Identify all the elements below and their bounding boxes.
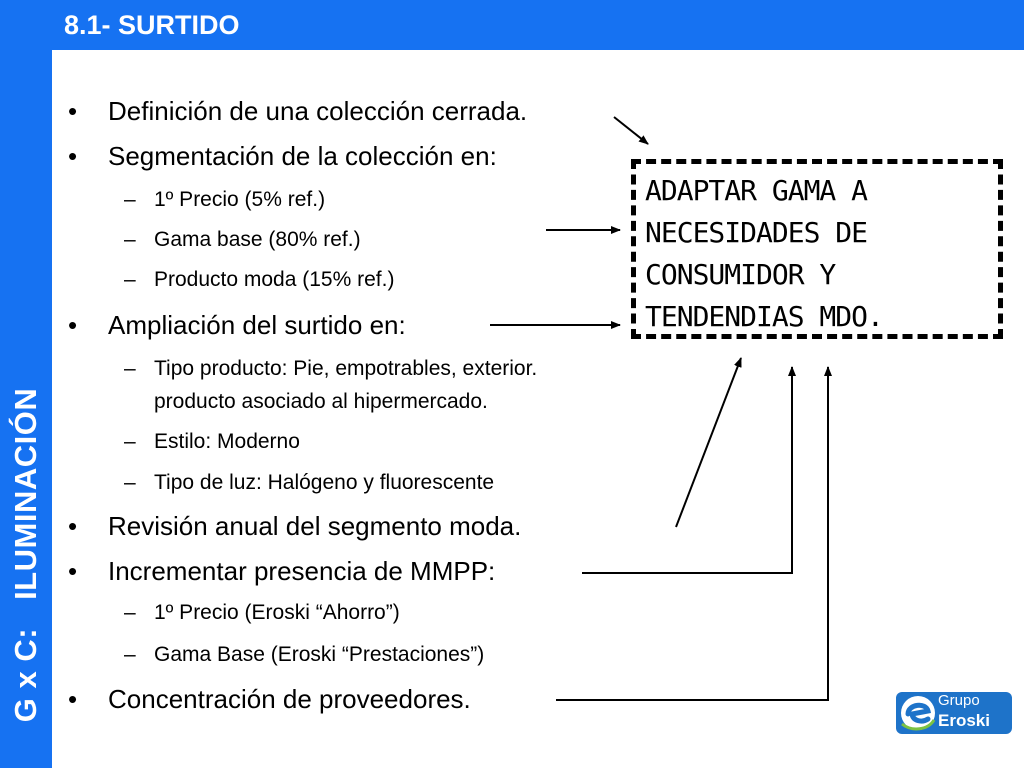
- title-bar: [52, 0, 1024, 50]
- connector-proveedores: [556, 366, 832, 701]
- sub-bullet-continuation: producto asociado al hipermercado.: [154, 390, 488, 413]
- arrow-revision: [675, 357, 742, 528]
- sidebar-band: G x C:ILUMINACIÓN: [0, 0, 52, 768]
- arrow-definicion: [613, 116, 649, 145]
- callout-box: [631, 159, 1003, 339]
- callout-line: ADAPTAR GAMA A: [645, 174, 868, 207]
- callout-line: CONSUMIDOR Y: [645, 258, 836, 291]
- slide-title: 8.1- SURTIDO: [64, 10, 240, 40]
- logo-line2: Eroski: [938, 711, 990, 730]
- logo-line1: Grupo: [938, 692, 980, 709]
- connector-mmpp: [582, 366, 796, 574]
- grupo-eroski-logo: Grupo Eroski: [894, 690, 1014, 736]
- callout-line: TENDENDIAS MDO.: [645, 300, 884, 333]
- eroski-e-logo-icon: [896, 692, 1012, 734]
- callout-text: ADAPTAR GAMA A NECESIDADES DE CONSUMIDOR…: [645, 170, 884, 338]
- callout-line: NECESIDADES DE: [645, 216, 868, 249]
